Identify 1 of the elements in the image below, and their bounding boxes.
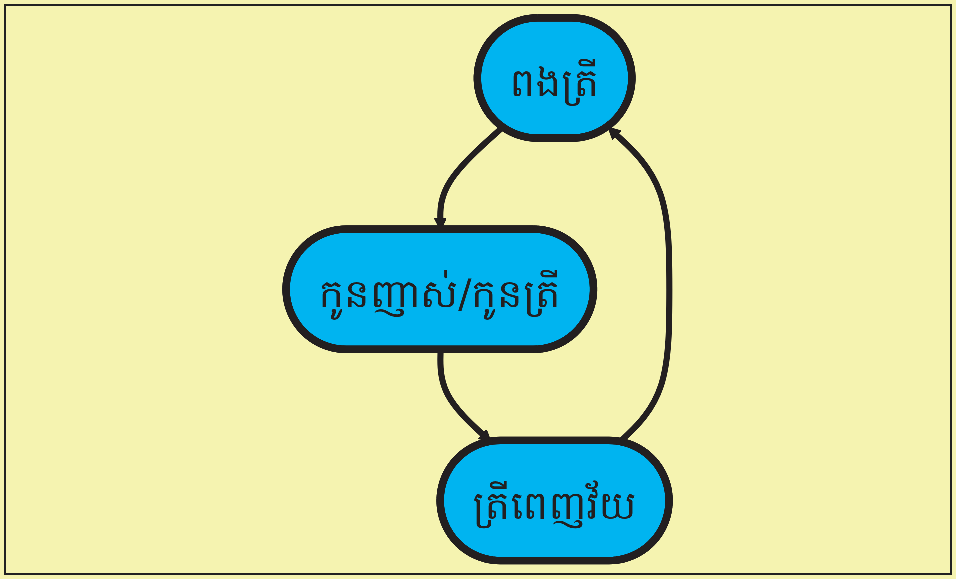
diagram-panel: ពងត្រី កូនញាស់/កូនត្រី ត្រីពេញវ័យ	[4, 4, 952, 575]
